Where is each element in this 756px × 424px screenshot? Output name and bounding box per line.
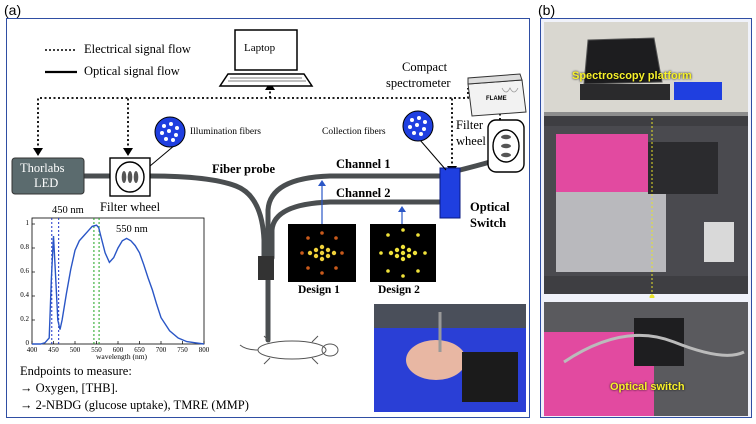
design2-pattern bbox=[370, 224, 436, 282]
arrowhead-filterwheel bbox=[123, 148, 133, 156]
illumination-fibers-label: Illumination fibers bbox=[190, 127, 261, 137]
x-tick-label-400: 400 bbox=[26, 346, 38, 354]
panel-a-frame bbox=[6, 18, 530, 418]
filter-wheel-right-label-line1: Filter bbox=[456, 118, 484, 132]
spectrometer-brand: FLAME bbox=[486, 96, 507, 102]
x-tick-label-500: 500 bbox=[69, 346, 81, 354]
filter-wheel-left-icon bbox=[109, 157, 151, 197]
spectrum-series-line bbox=[32, 224, 205, 345]
channel1-label: Channel 1 bbox=[336, 157, 391, 171]
panel-a-label: (a) bbox=[4, 2, 22, 18]
x-tick-label-450: 450 bbox=[48, 346, 59, 354]
y-tick-label-0.2: 0.2 bbox=[20, 315, 29, 323]
led-box bbox=[11, 157, 85, 195]
filter-wheel-right-icon bbox=[487, 119, 525, 173]
arrowhead-led bbox=[33, 148, 43, 156]
fiber-probe-label: Fiber probe bbox=[212, 162, 276, 176]
y-tick-label-0.8: 0.8 bbox=[20, 243, 29, 251]
optical-switch-box bbox=[439, 167, 461, 219]
design2-label: Design 2 bbox=[378, 284, 420, 296]
illumination-fiber-bundle bbox=[149, 116, 186, 167]
laptop-icon bbox=[218, 29, 314, 87]
endpoints-title: Endpoints to measure: bbox=[20, 364, 132, 378]
legend-optical-label: Optical signal flow bbox=[84, 64, 180, 78]
x-tick-label-550: 550 bbox=[91, 346, 102, 354]
fiber-channel1 bbox=[265, 173, 443, 261]
spectrometer-label-line2: spectrometer bbox=[386, 76, 451, 90]
endpoints-item1: → Oxygen, [THB]. bbox=[20, 381, 118, 395]
filter-wheel-right-label-line2: wheel bbox=[456, 134, 486, 148]
optical-switch-label-line2: Switch bbox=[470, 216, 507, 230]
x-tick-label-700: 700 bbox=[155, 346, 167, 354]
y-tick-label-0.6: 0.6 bbox=[20, 267, 29, 275]
y-tick-label-0: 0 bbox=[25, 339, 30, 347]
schematic-diagram bbox=[11, 29, 527, 412]
led-label-line2: LED bbox=[34, 176, 59, 190]
design1-label: Design 1 bbox=[298, 284, 340, 296]
platform-photo bbox=[544, 22, 748, 416]
spectrum-xlabel: wavelength (nm) bbox=[96, 352, 148, 361]
design1-pattern bbox=[288, 224, 356, 282]
x-tick-label-600: 600 bbox=[112, 346, 124, 354]
fiber-filterwheel-to-probe bbox=[147, 173, 267, 261]
spectrum-plot-frame bbox=[31, 217, 205, 345]
y-tick-label-1: 1 bbox=[25, 219, 30, 227]
endpoints-item2: → 2-NBDG (glucose uptake), TMRE (MMP) bbox=[20, 398, 249, 412]
spectrum-ticks bbox=[31, 223, 205, 345]
spectrometer-icon bbox=[467, 73, 527, 117]
annotation-550nm: 550 nm bbox=[116, 224, 148, 235]
photo-caption-top: Spectroscopy platform bbox=[572, 70, 692, 82]
probe-connector bbox=[258, 256, 274, 280]
spectrometer-label-line1: Compact bbox=[402, 60, 448, 74]
mouse-outline bbox=[239, 335, 339, 365]
laptop-label: Laptop bbox=[244, 42, 276, 54]
electrical-line-to-led bbox=[37, 88, 469, 150]
x-tick-label-650: 650 bbox=[134, 346, 145, 354]
annotation-450nm: 450 nm bbox=[52, 205, 84, 216]
legend-electrical-label: Electrical signal flow bbox=[84, 42, 191, 56]
collection-fiber-bundle bbox=[402, 110, 447, 171]
channel2-label: Channel 2 bbox=[336, 186, 391, 200]
photo-caption-bottom: Optical switch bbox=[610, 381, 685, 393]
mouse-photo bbox=[374, 304, 526, 412]
y-tick-label-0.4: 0.4 bbox=[20, 291, 29, 299]
fiber-channel2 bbox=[269, 199, 443, 261]
led-label-line1: Thorlabs bbox=[20, 161, 65, 175]
collection-fibers-label: Collection fibers bbox=[322, 127, 386, 137]
x-tick-label-800: 800 bbox=[198, 346, 210, 354]
panel-b-label: (b) bbox=[538, 2, 556, 18]
filter-wheel-left-label: Filter wheel bbox=[100, 200, 161, 214]
x-tick-label-750: 750 bbox=[177, 346, 188, 354]
optical-switch-label-line1: Optical bbox=[470, 200, 510, 214]
fiber-switch-to-filter bbox=[457, 159, 493, 173]
